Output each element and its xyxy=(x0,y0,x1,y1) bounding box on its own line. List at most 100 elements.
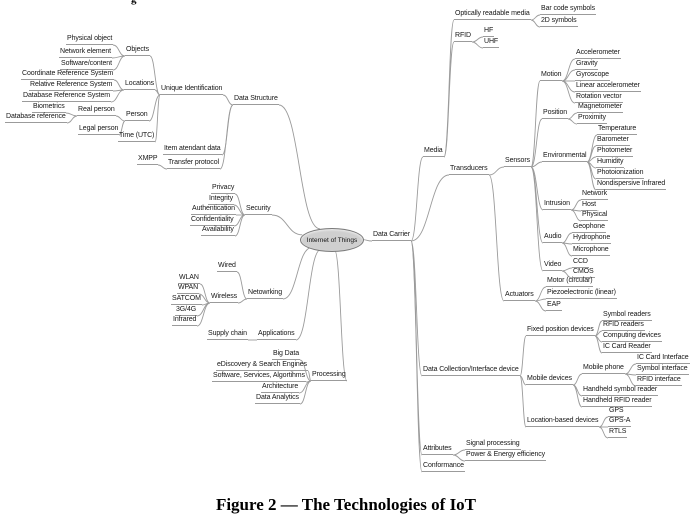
node-satcom: SATCOM xyxy=(171,295,202,305)
edge-data-collection--fixed-position-devices xyxy=(519,335,527,377)
edge-video--ccd xyxy=(561,267,573,272)
edge-root--applications xyxy=(295,248,322,341)
edge-mobile-phone--rfid-interface xyxy=(624,373,637,387)
edge-rfid--hf xyxy=(471,36,484,43)
node-data-structure: Data Structure xyxy=(233,95,279,105)
node-magnetometer: Magnetometer xyxy=(577,103,623,113)
node-biometrics: Biometrics xyxy=(32,103,66,113)
node-2d-symbols: 2D symbols xyxy=(540,17,578,27)
node-time-utc: Time (UTC) xyxy=(118,132,156,142)
edge-unique-identification--person xyxy=(148,94,161,122)
node-authentication: Authentication xyxy=(191,205,236,215)
edge-environmental--nondispersive-infrared xyxy=(586,161,597,191)
node-supply-chain: Supply chain xyxy=(207,330,248,340)
edge-data-structure--transfer-protocol xyxy=(219,104,234,170)
node-motion: Motion xyxy=(540,71,563,81)
node-power-energy: Power & Energy efficiency xyxy=(465,451,547,461)
edge-root--processing xyxy=(334,249,348,382)
node-architecture: Architecture xyxy=(261,383,300,393)
node-privacy: Privacy xyxy=(211,184,236,194)
edge-attributes--power-energy xyxy=(452,454,466,462)
node-computing-devices: Computing devices xyxy=(602,332,662,342)
node-gyroscope: Gyroscope xyxy=(575,71,610,81)
node-transfer-protocol: Transfer protocol xyxy=(167,159,220,169)
edge-data-carrier--conformance xyxy=(410,240,423,473)
node-hydrophone: Hydrophone xyxy=(572,234,612,244)
node-motor-circular: Motor (circular) xyxy=(546,277,594,287)
edge-netowrking--wired xyxy=(236,271,248,300)
node-attributes: Attributes xyxy=(422,445,453,455)
node-optically-readable-media: Optically readable media xyxy=(454,10,531,20)
edge-real-person--biometrics xyxy=(65,112,78,117)
edge-rfid--uhf xyxy=(471,41,484,49)
edge-objects--physical-object xyxy=(112,44,126,57)
node-audio: Audio xyxy=(543,233,563,243)
edge-motion--gravity xyxy=(561,69,576,82)
edge-media--rfid xyxy=(443,41,455,158)
edge-security--privacy xyxy=(234,193,246,216)
edge-locations--database-reference-system xyxy=(110,89,125,103)
node-data-carrier: Data Carrier xyxy=(372,231,411,241)
node-temperature: Temperature xyxy=(597,125,638,135)
node-person: Person xyxy=(125,111,149,121)
node-cmos: CMOS xyxy=(572,268,595,278)
edge-sensors--video xyxy=(530,166,544,272)
figure-caption: Figure 2 — The Technologies of IoT xyxy=(215,495,477,514)
node-uhf: UHF xyxy=(483,38,500,48)
edge-fixed-position-devices--ic-card-reader xyxy=(594,335,603,354)
node-software-services: Software, Services, Algortihms xyxy=(212,372,306,382)
node-symbol-interface: Symbol interface xyxy=(636,365,689,375)
node-confidentiality: Confidentiality xyxy=(190,216,235,226)
node-unique-identification: Unique Identification xyxy=(160,85,224,95)
node-data-analytics: Data Analytics xyxy=(255,394,300,404)
edge-unique-identification--time-utc xyxy=(154,94,161,143)
node-linear-accelerometer: Linear accelerometer xyxy=(575,82,641,92)
node-rfid-interface: RFID interface xyxy=(636,376,682,386)
node-rotation-vector: Rotation vector xyxy=(575,93,623,103)
node-rtls: RTLS xyxy=(608,428,628,438)
node-g3-4g: 3G/4G xyxy=(175,306,198,316)
node-network: Network xyxy=(581,190,608,200)
edge-person--real-person xyxy=(115,115,126,122)
edge-location-based-devices--gps xyxy=(598,416,609,428)
node-wireless: Wireless xyxy=(210,293,239,303)
node-bar-code-symbols: Bar code symbols xyxy=(540,5,597,15)
node-handheld-rfid-reader: Handheld RFID reader xyxy=(582,397,653,407)
node-applications: Applications xyxy=(257,330,296,340)
root-node-label: Internet of Things xyxy=(306,236,358,244)
node-wired: Wired xyxy=(217,262,237,272)
node-item-atendant-data: Item atendant data xyxy=(163,145,222,155)
node-environmental: Environmental xyxy=(542,152,588,162)
edge-security--availability xyxy=(234,214,246,237)
edge-sensors--environmental xyxy=(530,161,543,168)
edge-optically-readable-media--2d-symbols xyxy=(530,19,541,28)
node-mobile-phone: Mobile phone xyxy=(582,364,625,374)
edge-real-person--database-reference xyxy=(66,115,78,124)
node-mobile-devices: Mobile devices xyxy=(526,375,573,385)
node-accelerometer: Accelerometer xyxy=(575,49,621,59)
node-software-content: Software/content xyxy=(60,60,113,70)
node-physical-object: Physical object xyxy=(66,35,114,45)
node-xmpp: XMPP xyxy=(137,155,159,165)
edge-data-collection--mobile-devices xyxy=(519,375,527,386)
node-objects: Objects xyxy=(125,46,151,56)
node-geophone: Geophone xyxy=(572,223,606,233)
node-coordinate-reference-system: Coordinate Reference System xyxy=(21,70,115,80)
edge-position--proximity xyxy=(567,118,578,125)
edge-mobile-phone--ic-card-interface xyxy=(624,363,637,375)
node-rfid-readers: RFID readers xyxy=(602,321,645,331)
node-big-data: Big Data xyxy=(272,350,301,360)
edge-video--cmos xyxy=(561,270,573,279)
node-fixed-position-devices: Fixed position devices xyxy=(526,326,595,336)
node-media: Media xyxy=(423,147,444,157)
node-nondispersive-infrared: Nondispersive Infrared xyxy=(596,180,667,190)
node-netowrking: Netowrking xyxy=(247,289,284,299)
node-legal-person: Legal person xyxy=(78,125,120,135)
node-transducers: Transducers xyxy=(449,165,489,175)
edge-actuators--eap xyxy=(534,300,547,312)
node-real-person: Real person xyxy=(77,106,116,116)
edge-sensors--audio xyxy=(530,166,544,244)
node-handheld-symbol-reader: Handheld symbol reader xyxy=(582,386,659,396)
